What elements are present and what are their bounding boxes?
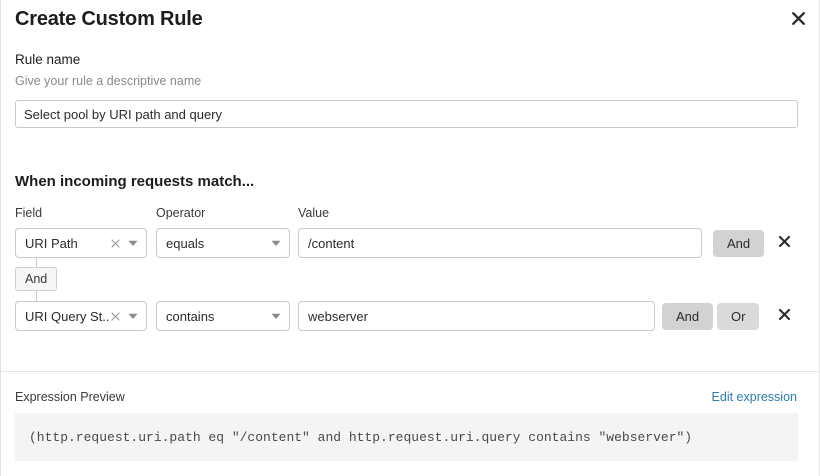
delete-condition-button-row-1[interactable] (773, 232, 795, 254)
group-connector-and[interactable]: And (15, 267, 58, 291)
conditions-heading: When incoming requests match... (15, 173, 255, 190)
operator-select-value-row-1: equals (166, 235, 205, 251)
field-select-value-row-2: URI Query St... (25, 308, 109, 324)
connector-line-top (36, 258, 37, 268)
column-header-field: Field (15, 206, 43, 220)
field-select-value-row-1: URI Path (25, 235, 78, 251)
and-button-row-1[interactable]: And (713, 230, 765, 257)
operator-select-row-1[interactable]: equals (156, 228, 290, 258)
value-input-row-2[interactable] (298, 301, 655, 331)
or-button-row-2[interactable]: Or (717, 303, 760, 330)
section-divider (1, 371, 820, 372)
rule-name-help-text: Give your rule a descriptive name (15, 74, 202, 88)
close-dialog-button[interactable] (786, 6, 810, 30)
close-icon (778, 308, 791, 324)
close-icon (791, 11, 806, 26)
operator-select-row-2[interactable]: contains (156, 301, 290, 331)
clear-icon[interactable] (109, 310, 122, 323)
expression-preview-label: Expression Preview (15, 390, 125, 404)
edit-expression-link[interactable]: Edit expression (711, 390, 797, 404)
column-header-value: Value (298, 206, 330, 220)
rule-name-input[interactable] (15, 100, 798, 128)
operator-select-value-row-2: contains (166, 308, 215, 324)
page-title: Create Custom Rule (15, 8, 203, 30)
value-input-row-1[interactable] (298, 228, 702, 258)
chevron-down-icon[interactable] (126, 236, 140, 250)
clear-icon[interactable] (109, 237, 122, 250)
expression-preview-code: (http.request.uri.path eq "/content" and… (15, 413, 798, 461)
rule-name-label: Rule name (15, 52, 81, 67)
field-select-row-1[interactable]: URI Path (15, 228, 147, 258)
condition-row: URI Path equals And (1, 228, 820, 258)
condition-row: URI Query St... contains And Or (1, 301, 820, 331)
delete-condition-button-row-2[interactable] (773, 305, 795, 327)
field-select-row-2[interactable]: URI Query St... (15, 301, 147, 331)
chevron-down-icon[interactable] (126, 309, 140, 323)
connector-line-bottom (36, 291, 37, 302)
chevron-down-icon[interactable] (269, 309, 283, 323)
and-button-row-2[interactable]: And (662, 303, 714, 330)
close-icon (778, 235, 791, 251)
chevron-down-icon[interactable] (269, 236, 283, 250)
column-header-operator: Operator (156, 206, 206, 220)
